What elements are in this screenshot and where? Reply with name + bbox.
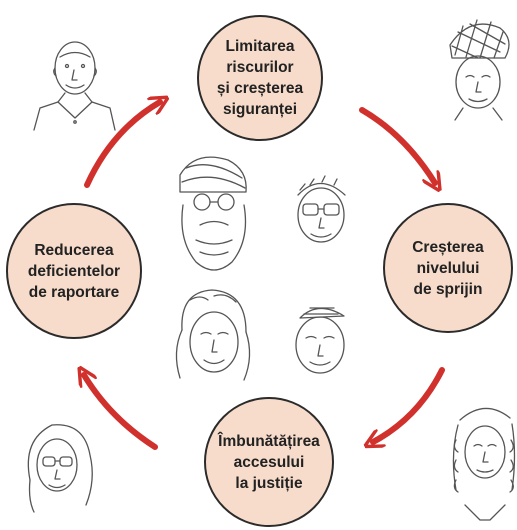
curly-hair-woman-portrait	[175, 289, 251, 381]
arrow-bottom-to-left	[84, 375, 158, 450]
woman-headwrap-portrait	[449, 19, 510, 121]
officer-portrait	[33, 41, 116, 131]
node-support-increase-label: Creșterea nivelului de sprijin	[412, 238, 484, 298]
node-support-increase: Creșterea nivelului de sprijin	[383, 203, 513, 333]
glasses-woman-portrait	[27, 424, 93, 513]
turban-man-portrait	[179, 156, 247, 271]
arrow-top-to-right	[359, 107, 435, 183]
judge-portrait	[452, 407, 516, 521]
arrow-left-to-top	[84, 102, 160, 188]
node-reporting-reduction-label: Reducerea deficientelor de raportare	[27, 241, 121, 301]
arrow-right-to-bottom	[373, 367, 445, 442]
cycle-arrows	[84, 102, 445, 450]
node-risk-limitation: Limitarea riscurilor și creșterea sigura…	[197, 15, 323, 141]
kippah-man-portrait	[295, 307, 345, 374]
node-reporting-reduction: Reducerea deficientelor de raportare	[6, 203, 142, 339]
node-risk-limitation-label: Limitarea riscurilor și creșterea sigura…	[216, 38, 304, 118]
node-justice-access: Îmbunătățirea accesului la justiție	[204, 397, 334, 527]
glasses-man-portrait	[297, 175, 346, 243]
node-justice-access-label: Îmbunătățirea accesului la justiție	[218, 432, 320, 492]
